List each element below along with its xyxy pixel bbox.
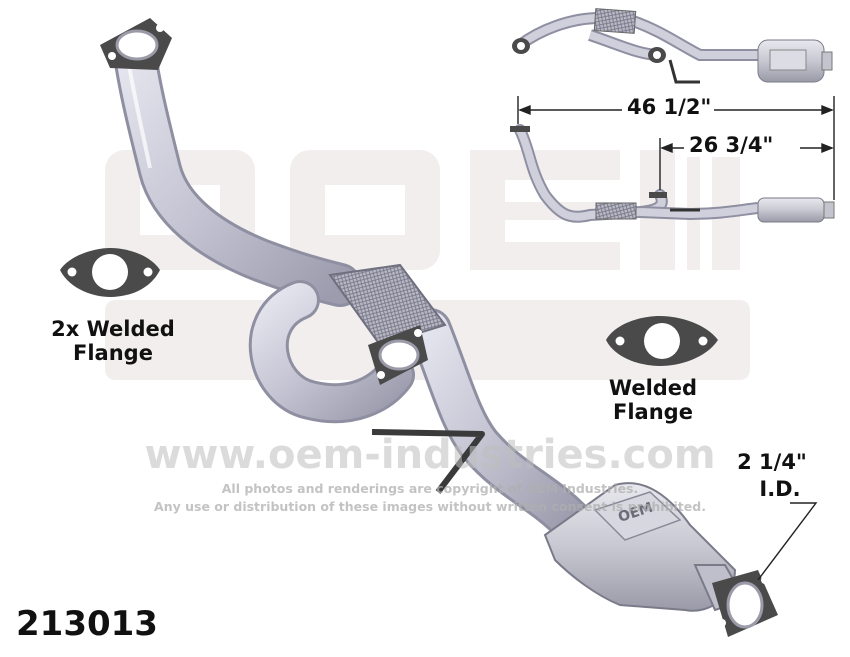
side-view-thumbnail (510, 124, 835, 223)
overall-length-dimension: 46 1/2" (624, 95, 715, 119)
hanger-bracket (371, 429, 485, 494)
flange-label-line2: Flange (613, 399, 693, 424)
upper-flange (100, 18, 172, 70)
flange-2x-label: 2x Welded Flange (28, 317, 198, 365)
flange-2x-label-line1: 2x Welded (51, 317, 175, 341)
exhaust-pipe-assembly: OEM (100, 18, 778, 637)
top-view-thumbnail (512, 8, 833, 84)
dimension-lines (517, 96, 835, 200)
secondary-length-dimension: 26 3/4" (686, 133, 777, 157)
flange-2x-icon (60, 248, 160, 297)
flange-label: Welded Flange (588, 376, 718, 424)
part-number: 213013 (16, 604, 158, 644)
id-leader-line (757, 502, 818, 581)
watermark-url: www.oem-industries.com (144, 432, 716, 478)
watermark-copyright-line1: All photos and renderings are copyright … (221, 481, 639, 496)
flange-2x-label-line2: Flange (73, 340, 153, 365)
flex-pipe-mesh (328, 263, 447, 347)
watermark-copyright-line2: Any use or distribution of these images … (154, 499, 706, 514)
flange-label-line1: Welded (608, 376, 698, 400)
outlet-flange (712, 570, 778, 637)
inner-diameter-label: 2 1/4" (737, 450, 807, 474)
mid-flange (368, 325, 428, 385)
catalytic-converter: OEM (543, 482, 747, 612)
flange-single-icon (606, 316, 718, 366)
inner-diameter-unit-label: I.D. (759, 477, 801, 501)
